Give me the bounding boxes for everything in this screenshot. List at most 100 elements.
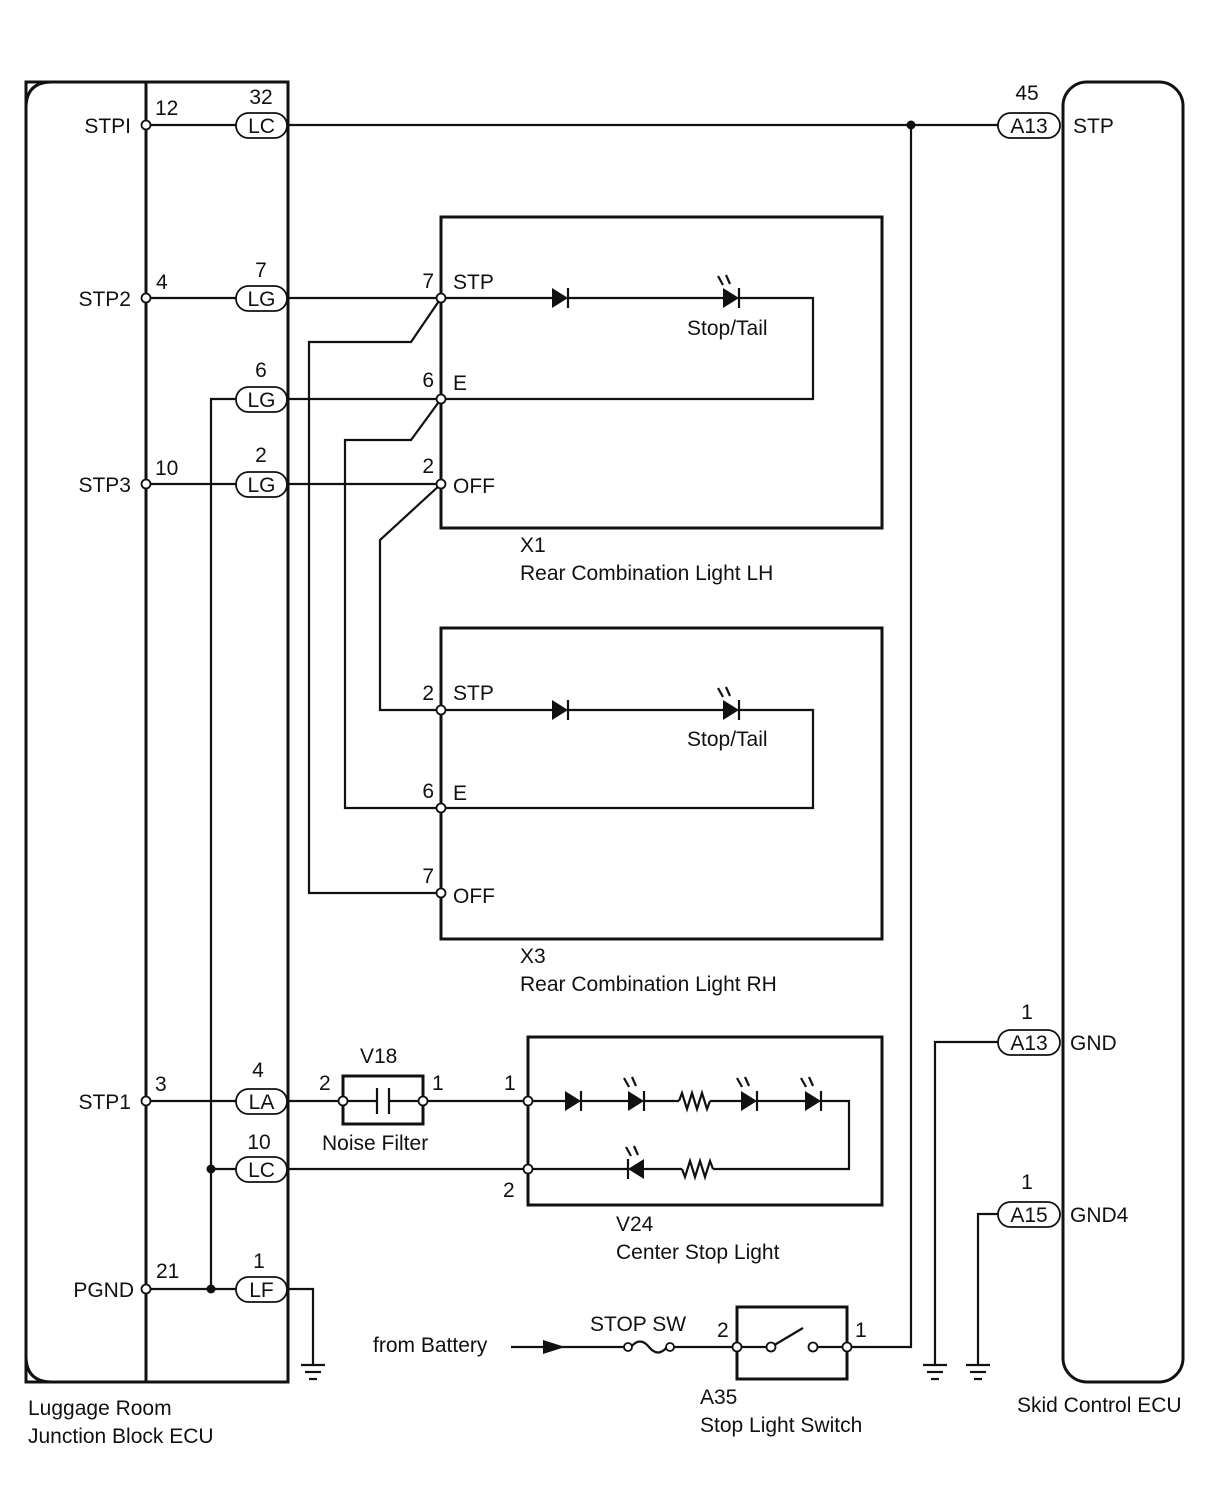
- junction-dots: [206, 120, 916, 1294]
- connector-code: LC: [248, 115, 275, 138]
- connector-pin: 2: [255, 444, 267, 467]
- jb-pin-stp2-number: 4: [156, 271, 168, 294]
- wiring: [146, 123, 998, 1365]
- connector-pin: 10: [247, 1131, 270, 1154]
- skid-connector-a13-1: A13 1: [997, 1001, 1061, 1056]
- jb-ecu-name-line2: Junction Block ECU: [28, 1425, 214, 1448]
- v18-pin-right: 1: [432, 1072, 444, 1095]
- skid-connector-a15-1: A15 1: [997, 1171, 1061, 1228]
- skid-connector-a13-45: A13 45: [997, 82, 1061, 139]
- connector-code: LA: [249, 1091, 275, 1114]
- jb-ecu-name-line1: Luggage Room: [28, 1397, 172, 1420]
- ground-symbol-gnd: [923, 1363, 947, 1381]
- skid-terminal-stp: STP: [1073, 115, 1114, 138]
- x1-off-pin: 2: [422, 455, 434, 478]
- fuse-label: STOP SW: [590, 1313, 686, 1336]
- ground-symbol-jb: [301, 1363, 325, 1381]
- v24-pin-top: 1: [504, 1072, 516, 1095]
- a35-id: A35: [700, 1386, 737, 1409]
- x3-lamp-label: Stop/Tail: [687, 728, 768, 751]
- v24-led-3-icon: [800, 1076, 823, 1111]
- jb-ecu-block: [24, 80, 290, 1384]
- jb-connector-lc-10: LC 10: [235, 1131, 288, 1183]
- x1-stp-pin: 7: [422, 270, 434, 293]
- v24-pin-bottom: 2: [503, 1179, 515, 1202]
- connector-pin: 6: [255, 359, 267, 382]
- x1-name: Rear Combination Light LH: [520, 562, 773, 585]
- jb-connector-lg-7: LG 7: [235, 259, 288, 312]
- jb-connector-la-4: LA 4: [235, 1059, 288, 1115]
- v24-name: Center Stop Light: [616, 1241, 780, 1264]
- connector-pin: 45: [1015, 82, 1038, 105]
- jb-connector-lc-32: LC 32: [235, 86, 288, 139]
- x3-diode-icon: [552, 700, 570, 720]
- jb-connector-lg-6: LG 6: [235, 359, 288, 413]
- a35-name: Stop Light Switch: [700, 1414, 862, 1437]
- v24-led-2-icon: [736, 1076, 759, 1111]
- x3-stp-pin: 2: [422, 682, 434, 705]
- x3-stp-label: STP: [453, 682, 494, 705]
- v24-id: V24: [616, 1213, 654, 1236]
- connector-code: LG: [247, 389, 275, 412]
- x1-diode-icon: [552, 288, 570, 308]
- skid-ecu-name: Skid Control ECU: [1017, 1394, 1182, 1417]
- x1-lamp-label: Stop/Tail: [687, 317, 768, 340]
- x1-id: X1: [520, 534, 546, 557]
- v18-pin-left: 2: [319, 1072, 331, 1095]
- jb-pin-stp1-number: 3: [155, 1073, 167, 1096]
- v24-led-4-icon: [625, 1145, 644, 1179]
- connector-pin: 32: [249, 86, 272, 109]
- connector-pin: 1: [253, 1250, 265, 1273]
- x1-stp-label: STP: [453, 271, 494, 294]
- jb-connector-lf-1: LF 1: [235, 1250, 288, 1303]
- x3-off-pin: 7: [422, 865, 434, 888]
- x1-e-label: E: [453, 372, 467, 395]
- connector-pin: 7: [255, 259, 267, 282]
- jb-pin-pgnd-number: 21: [156, 1260, 179, 1283]
- connector-code: LC: [248, 1159, 275, 1182]
- connector-pin: 1: [1021, 1001, 1033, 1024]
- x1-rear-combination-light-lh: [439, 215, 884, 530]
- a35-pin-left: 2: [717, 1319, 729, 1342]
- v24-led-1-icon: [623, 1076, 646, 1111]
- v24-diode-icon: [565, 1091, 583, 1111]
- v18-id: V18: [360, 1045, 397, 1068]
- x3-e-pin: 6: [422, 780, 434, 803]
- jb-pin-pgnd-label: PGND: [73, 1279, 134, 1302]
- ground-symbol-gnd4: [966, 1363, 990, 1381]
- x1-off-label: OFF: [453, 475, 495, 498]
- jb-pin-stp3-label: STP3: [78, 474, 131, 497]
- connector-code: A13: [1010, 115, 1047, 138]
- connector-code: LG: [247, 288, 275, 311]
- x3-e-label: E: [453, 782, 467, 805]
- battery-label: from Battery: [373, 1334, 488, 1357]
- skid-terminal-gnd4: GND4: [1070, 1204, 1129, 1227]
- jb-pin-stp2-label: STP2: [78, 288, 131, 311]
- connector-code: A15: [1010, 1204, 1047, 1227]
- v24-center-stop-light: [526, 1035, 884, 1207]
- x3-off-label: OFF: [453, 885, 495, 908]
- skid-terminal-gnd: GND: [1070, 1032, 1117, 1055]
- terminals: [140, 119, 853, 1353]
- jb-pin-stp1-label: STP1: [78, 1091, 131, 1114]
- battery-arrow-icon: [543, 1340, 565, 1354]
- x3-rear-combination-light-rh: [439, 626, 884, 941]
- connector-code: A13: [1010, 1032, 1047, 1055]
- x1-e-pin: 6: [422, 369, 434, 392]
- skid-ecu-block: [1061, 80, 1185, 1384]
- jb-pin-stpi-number: 12: [155, 97, 178, 120]
- x3-stop-tail-led-icon: [717, 686, 741, 720]
- x1-stop-tail-led-icon: [717, 274, 741, 308]
- connector-pin: 4: [252, 1059, 264, 1082]
- a35-pin-right: 1: [855, 1319, 867, 1342]
- x3-id: X3: [520, 945, 546, 968]
- v18-name: Noise Filter: [322, 1132, 428, 1155]
- jb-pin-stpi-label: STPI: [84, 115, 131, 138]
- jb-connector-lg-2: LG 2: [235, 444, 288, 498]
- x3-name: Rear Combination Light RH: [520, 973, 777, 996]
- a35-stop-light-switch-box: [735, 1305, 849, 1381]
- connector-code: LG: [247, 474, 275, 497]
- jb-pin-stp3-number: 10: [155, 457, 178, 480]
- connector-code: LF: [249, 1279, 274, 1302]
